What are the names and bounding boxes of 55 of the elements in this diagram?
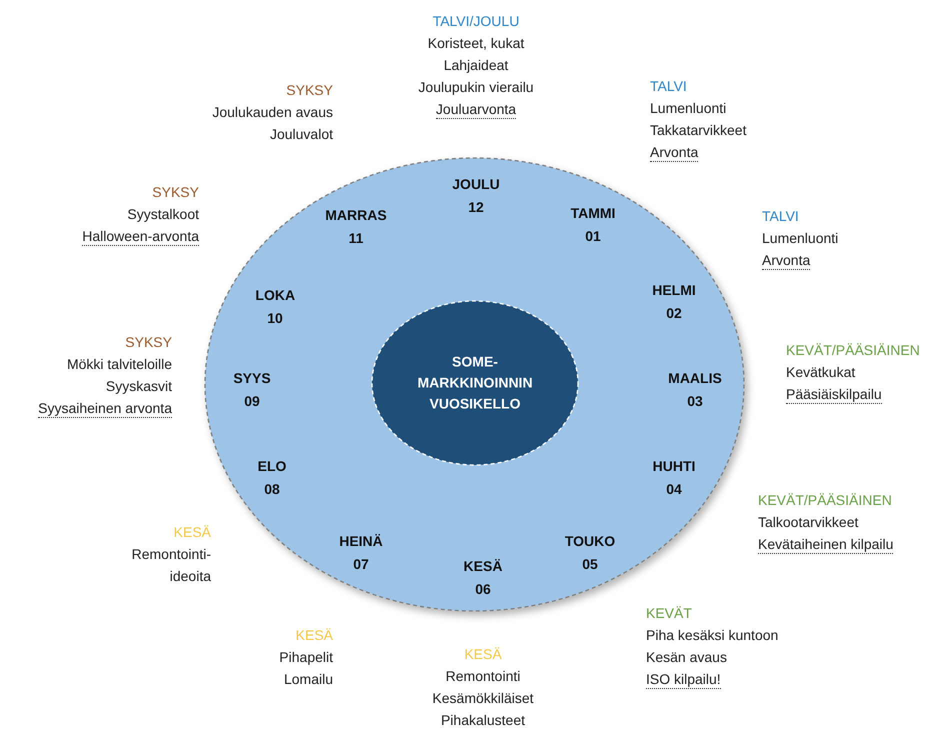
topic-text: Kevätkukat — [786, 364, 856, 381]
month-label: TOUKO 05 — [564, 532, 616, 574]
topic-text: Pihapelit — [279, 649, 333, 666]
center-ellipse — [371, 300, 579, 466]
topic-text: Lomailu — [284, 671, 333, 688]
topic-text: Takkatarvikkeet — [650, 122, 746, 139]
month-label: MAALIS 03 — [668, 369, 722, 411]
topic-text: Kesän avaus — [646, 649, 727, 666]
season-heading: SYKSY — [152, 184, 199, 201]
topic-text: Lumenluonti — [650, 100, 726, 117]
topic-text: Lumenluonti — [762, 230, 838, 247]
topic-text: Remontointi — [446, 668, 520, 685]
season-heading: TALVI — [650, 78, 687, 95]
season-heading: KESÄ — [296, 627, 333, 644]
month-label: JOULU 12 — [452, 175, 500, 217]
month-label: HELMI 02 — [652, 281, 696, 323]
season-heading: KESÄ — [174, 524, 211, 541]
topic-text: Joulupukin vierailu — [418, 79, 534, 96]
center-title: SOME-MARKKINOINNIN VUOSIKELLO — [417, 352, 533, 414]
month-label: ELO 08 — [258, 457, 286, 499]
topic-text: Syysaiheinen arvonta — [38, 400, 172, 418]
topic-text: Lahjaideat — [444, 57, 508, 74]
season-heading: KEVÄT/PÄÄSIÄINEN — [758, 492, 892, 509]
season-heading: TALVI/JOULU — [432, 13, 520, 30]
topic-text: Pihakalusteet — [440, 712, 526, 729]
topic-text: Pääsiäiskilpailu — [786, 386, 882, 404]
month-label: SYYS 09 — [233, 369, 271, 411]
season-heading: KESÄ — [464, 646, 502, 663]
topic-text: Syyskasvit — [106, 378, 172, 395]
topic-text: Piha kesäksi kuntoon — [646, 627, 778, 644]
month-label: MARRAS 11 — [325, 206, 387, 248]
topic-text: Syystalkoot — [127, 206, 199, 223]
topic-text: Joulukauden avaus — [212, 104, 333, 121]
month-label: KESÄ 06 — [464, 557, 502, 599]
topic-text: Jouluvalot — [270, 126, 333, 143]
topic-text: Koristeet, kukat — [428, 35, 524, 52]
topic-text: Remontointi-ideoita — [132, 545, 211, 586]
topic-text: ISO kilpailu! — [646, 671, 721, 689]
season-heading: TALVI — [762, 208, 799, 225]
month-label: HUHTI 04 — [652, 457, 696, 499]
topic-text: Jouluarvonta — [436, 101, 516, 119]
season-heading: SYKSY — [286, 82, 333, 99]
topic-text: Mökki talviteloille — [66, 356, 172, 373]
topic-text: Talkootarvikkeet — [758, 514, 858, 531]
season-heading: SYKSY — [125, 334, 172, 351]
month-label: LOKA 10 — [255, 286, 295, 328]
month-label: HEINÄ 07 — [339, 532, 383, 574]
season-heading: KEVÄT/PÄÄSIÄINEN — [786, 342, 920, 359]
topic-text: Arvonta — [650, 144, 698, 162]
topic-text: Kevätaiheinen kilpailu — [758, 536, 894, 554]
topic-text: Kesämökkiläiset — [432, 690, 534, 707]
topic-text: Halloween-arvonta — [82, 228, 199, 246]
season-heading: KEVÄT — [646, 605, 692, 622]
month-label: TAMMI 01 — [570, 204, 616, 246]
topic-text: Arvonta — [762, 252, 810, 270]
